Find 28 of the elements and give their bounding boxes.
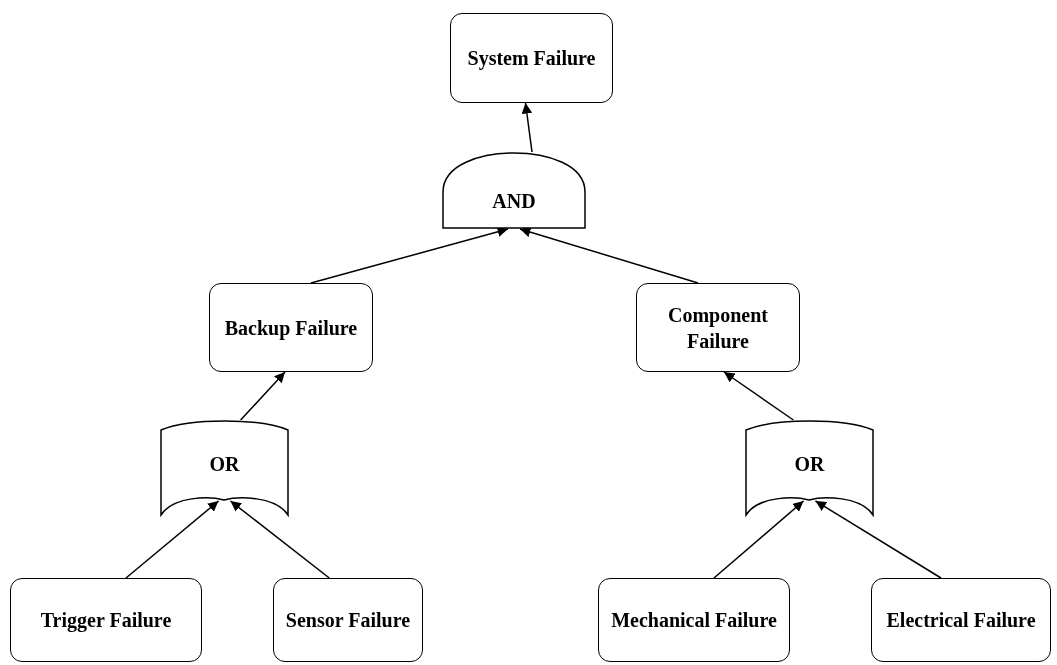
- arrow: [229, 500, 330, 579]
- event-box: [450, 13, 613, 103]
- or-gate: [745, 418, 874, 517]
- or-gate: [160, 418, 289, 517]
- arrow: [521, 102, 533, 153]
- node-label: AND: [491, 188, 537, 214]
- arrow: [713, 500, 805, 579]
- node-label: System Failure: [466, 46, 597, 71]
- node-label: Component Failure: [667, 302, 769, 354]
- event-box: [636, 283, 800, 372]
- node-label: Trigger Failure: [39, 608, 173, 633]
- arrow: [519, 227, 699, 284]
- event-box: [273, 578, 423, 662]
- node-label: OR: [793, 451, 826, 477]
- node-label: Electrical Failure: [885, 608, 1037, 633]
- arrow: [239, 371, 286, 421]
- node-label: Backup Failure: [223, 315, 359, 341]
- arrow: [723, 371, 795, 421]
- event-box: [209, 283, 373, 372]
- event-box: [871, 578, 1051, 662]
- event-box: [598, 578, 790, 662]
- and-gate: [442, 152, 586, 229]
- event-box: [10, 578, 202, 662]
- arrow: [814, 500, 942, 579]
- node-label: Sensor Failure: [284, 608, 412, 633]
- node-label: Mechanical Failure: [610, 608, 778, 633]
- node-label: OR: [208, 451, 241, 477]
- arrow: [125, 500, 220, 579]
